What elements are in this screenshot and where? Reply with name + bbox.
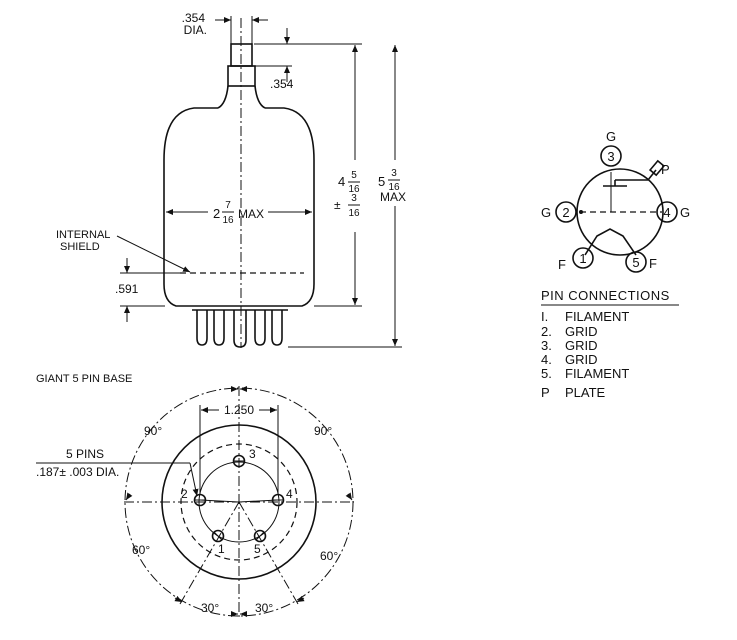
base-title: GIANT 5 PIN BASE	[36, 373, 132, 385]
shield-dim-value: .591	[115, 282, 139, 296]
schematic-pin-2-tag	[555, 201, 577, 223]
schematic-label-right: G	[680, 205, 690, 220]
pin-connection-name: FILAMENT	[565, 309, 629, 324]
overall-max: MAX	[380, 190, 406, 204]
angle-upper-right: 90°	[314, 424, 332, 438]
height-whole: 4	[338, 174, 345, 189]
base-bottom-view: GIANT 5 PIN BASE	[36, 373, 354, 618]
base-pin-2	[193, 493, 207, 507]
svg-text:2: 2	[562, 205, 569, 220]
angle-upper-left: 90°	[144, 424, 162, 438]
base-pin-number: 4	[286, 487, 293, 501]
svg-text:4: 4	[663, 205, 670, 220]
pin-connection-num: I.	[541, 309, 548, 324]
pin-connection-name: FILAMENT	[565, 366, 629, 381]
schematic-pin-3-tag	[600, 145, 622, 167]
schematic-label-top: G	[606, 129, 616, 144]
width-den: 16	[222, 215, 234, 226]
angle-lower-left: 60°	[132, 543, 150, 557]
base-pin-5	[253, 529, 267, 543]
schematic-label-left: G	[541, 205, 551, 220]
pin-connection-num: 5.	[541, 366, 552, 381]
width-max: MAX	[238, 207, 264, 221]
pin-connection-num: P	[541, 385, 550, 400]
pin-connection-name: GRID	[565, 338, 598, 353]
pin-schematic: 3 2 4 1 5 G G G F F P	[541, 129, 690, 273]
width-whole: 2	[213, 206, 220, 221]
schematic-pin-5-tag	[625, 251, 647, 273]
tolerance-den: 16	[348, 208, 360, 219]
angle-bottom-left: 30°	[201, 601, 219, 615]
pin-connection-name: PLATE	[565, 385, 606, 400]
tolerance-sign: ±	[334, 198, 341, 212]
schematic-label-bottom-left: F	[558, 257, 566, 272]
overall-whole: 5	[378, 174, 385, 189]
schematic-pin-4-tag	[656, 201, 678, 223]
base-pin-number: 2	[181, 487, 188, 501]
base-pin-1	[211, 529, 225, 543]
pins-dia-label: .187± .003 DIA.	[36, 465, 119, 479]
height-den: 16	[348, 184, 360, 195]
shield-label-line2: SHIELD	[60, 241, 100, 253]
pin-connections-table: PIN CONNECTIONS I. FILAMENT 2. GRID 3. G…	[541, 288, 679, 400]
cap-dia-unit: DIA.	[184, 23, 207, 37]
height-num: 5	[351, 170, 357, 181]
pin-connections-title: PIN CONNECTIONS	[541, 288, 670, 303]
tube-side-view: .354 DIA. .354 2 7 16 MAX 4 5 16 ± 3 16 …	[56, 11, 406, 348]
pin-connection-name: GRID	[565, 352, 598, 367]
schematic-envelope	[576, 168, 664, 256]
cap-dia-value: .354	[182, 11, 206, 25]
bulb-outline	[163, 107, 315, 307]
base-pin-3	[232, 454, 246, 468]
overall-num: 3	[391, 168, 397, 179]
base-pin-4	[271, 493, 285, 507]
schematic-plate-cap	[648, 159, 666, 177]
base-pin-number: 5	[254, 542, 261, 556]
tolerance-num: 3	[351, 193, 357, 204]
angle-lower-right: 60°	[320, 549, 338, 563]
pin-connection-num: 2.	[541, 324, 552, 339]
schematic-filament	[584, 228, 637, 256]
svg-text:1: 1	[579, 251, 586, 266]
shield-label-line1: INTERNAL	[56, 229, 110, 241]
pin-connection-name: GRID	[565, 324, 598, 339]
svg-text:5: 5	[632, 255, 639, 270]
pin-connection-num: 4.	[541, 352, 552, 367]
base-pin-number: 1	[218, 542, 225, 556]
schematic-pin-1-tag	[572, 247, 594, 269]
pins-count-label: 5 PINS	[66, 447, 104, 461]
pin-spacing-value: 1.250	[224, 403, 254, 417]
overall-den: 16	[388, 182, 400, 193]
svg-text:3: 3	[607, 149, 614, 164]
pin-connection-num: 3.	[541, 338, 552, 353]
width-num: 7	[225, 200, 231, 211]
cap-height-value: .354	[270, 77, 294, 91]
schematic-label-plate: P	[661, 162, 670, 177]
base-pin-number: 3	[249, 447, 256, 461]
schematic-label-bottom-right: F	[649, 256, 657, 271]
base-pins	[192, 309, 288, 348]
angle-bottom-right: 30°	[255, 601, 273, 615]
